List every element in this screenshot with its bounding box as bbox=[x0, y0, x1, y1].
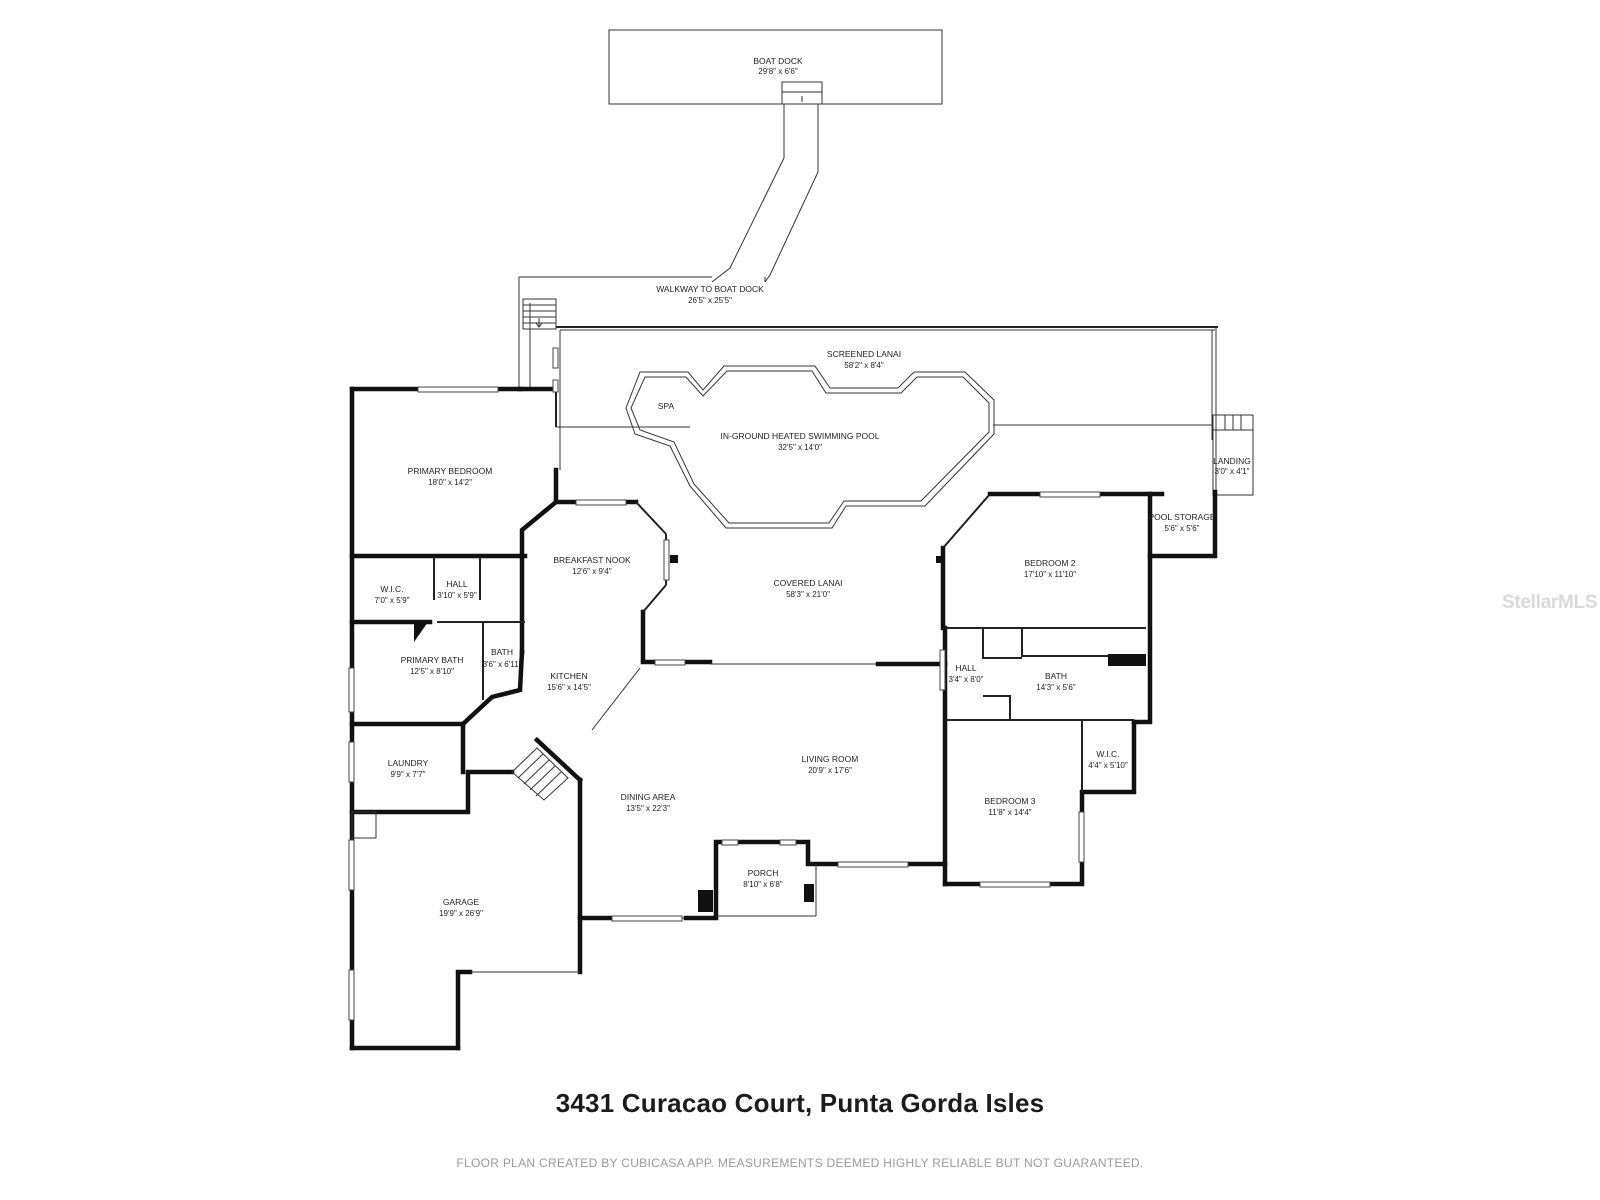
garage-step bbox=[351, 811, 377, 839]
dining-area-dims: 13'5" x 22'3" bbox=[626, 804, 670, 813]
breakfast-nook-dims: 12'6" x 9'4" bbox=[572, 567, 612, 576]
living-room-label: LIVING ROOM bbox=[802, 754, 859, 764]
porch-label: PORCH bbox=[748, 868, 779, 878]
primary-bedroom-dims: 18'0" x 14'2" bbox=[428, 478, 472, 487]
hall-right-dims: 3'4" x 8'0" bbox=[949, 675, 984, 684]
covered-lanai-dims: 58'3" x 21'0" bbox=[786, 590, 830, 599]
primary-bedroom-label: PRIMARY BEDROOM bbox=[408, 466, 493, 476]
laundry-label: LAUNDRY bbox=[388, 758, 429, 768]
bath-small-dims: 3'6" x 6'11" bbox=[483, 660, 522, 669]
kitchen-label: KITCHEN bbox=[550, 671, 587, 681]
dining-area-label: DINING AREA bbox=[621, 792, 676, 802]
laundry-dims: 9'9" x 7'7" bbox=[391, 770, 426, 779]
bedroom-3-dims: 11'8" x 14'4" bbox=[988, 808, 1031, 817]
garage-dims: 19'9" x 26'9" bbox=[439, 909, 483, 918]
pool-storage-label: POOL STORAGE bbox=[1148, 512, 1215, 522]
exterior-walls bbox=[349, 386, 1218, 1051]
screened-lanai-label: SCREENED LANAI bbox=[827, 349, 901, 359]
primary-bath-label: PRIMARY BATH bbox=[401, 655, 464, 665]
living-room-dims: 20'9" x 17'6" bbox=[808, 766, 852, 775]
screened-lanai-dims: 58'2" x 8'4" bbox=[844, 361, 884, 370]
breakfast-nook-label: BREAKFAST NOOK bbox=[553, 555, 631, 565]
wic-right-label: W.I.C. bbox=[1096, 749, 1119, 759]
bath-small-label: BATH bbox=[491, 647, 513, 657]
watermark: StellarMLS bbox=[1502, 592, 1598, 613]
boat-dock bbox=[608, 29, 943, 105]
wic-primary-dims: 7'0" x 5'9" bbox=[375, 596, 410, 605]
wic-right-dims: 4'4" x 5'10" bbox=[1088, 761, 1128, 770]
landing-dims: 3'0" x 4'1" bbox=[1215, 467, 1250, 476]
hall-right-label: HALL bbox=[955, 663, 977, 673]
hall-primary-label: HALL bbox=[446, 579, 468, 589]
bath-right-dims: 14'3" x 5'6" bbox=[1036, 683, 1076, 692]
spa-label: SPA bbox=[658, 401, 675, 411]
property-address: 3431 Curacao Court, Punta Gorda Isles bbox=[555, 1088, 1045, 1118]
bedroom-2-dims: 17'10" x 11'10" bbox=[1024, 570, 1076, 579]
walkway-label: WALKWAY TO BOAT DOCK bbox=[656, 284, 764, 294]
windows bbox=[348, 347, 1101, 1021]
pool-label: IN-GROUND HEATED SWIMMING POOL bbox=[721, 431, 880, 441]
boat-dock-label: BOAT DOCK bbox=[753, 56, 803, 66]
bedroom-2-label: BEDROOM 2 bbox=[1024, 558, 1075, 568]
hall-primary-dims: 3'10" x 5'9" bbox=[437, 591, 477, 600]
primary-bath-dims: 12'5" x 8'10" bbox=[410, 667, 454, 676]
walkway bbox=[518, 104, 819, 388]
pool-storage-dims: 5'6" x 5'6" bbox=[1165, 524, 1200, 533]
boat-dock-dims: 29'8" x 6'6" bbox=[758, 67, 798, 76]
interior-stairs bbox=[511, 747, 569, 801]
pool-dims: 32'5" x 14'0" bbox=[778, 443, 822, 452]
bath-right-label: BATH bbox=[1045, 671, 1067, 681]
bedroom-3-label: BEDROOM 3 bbox=[984, 796, 1035, 806]
porch-dims: 8'10" x 6'8" bbox=[743, 880, 783, 889]
disclaimer-text: FLOOR PLAN CREATED BY CUBICASA APP. MEAS… bbox=[456, 1156, 1144, 1170]
landing-label: LANDING bbox=[1213, 456, 1251, 466]
kitchen-dims: 15'6" x 14'5" bbox=[547, 683, 591, 692]
landing bbox=[1212, 414, 1254, 496]
wic-primary-label: W.I.C. bbox=[380, 584, 403, 594]
covered-lanai-label: COVERED LANAI bbox=[774, 578, 843, 588]
screened-lanai bbox=[556, 326, 1218, 492]
swimming-pool bbox=[625, 365, 995, 529]
garage-label: GARAGE bbox=[443, 897, 480, 907]
walkway-dims: 26'5" x 25'5" bbox=[688, 296, 732, 305]
